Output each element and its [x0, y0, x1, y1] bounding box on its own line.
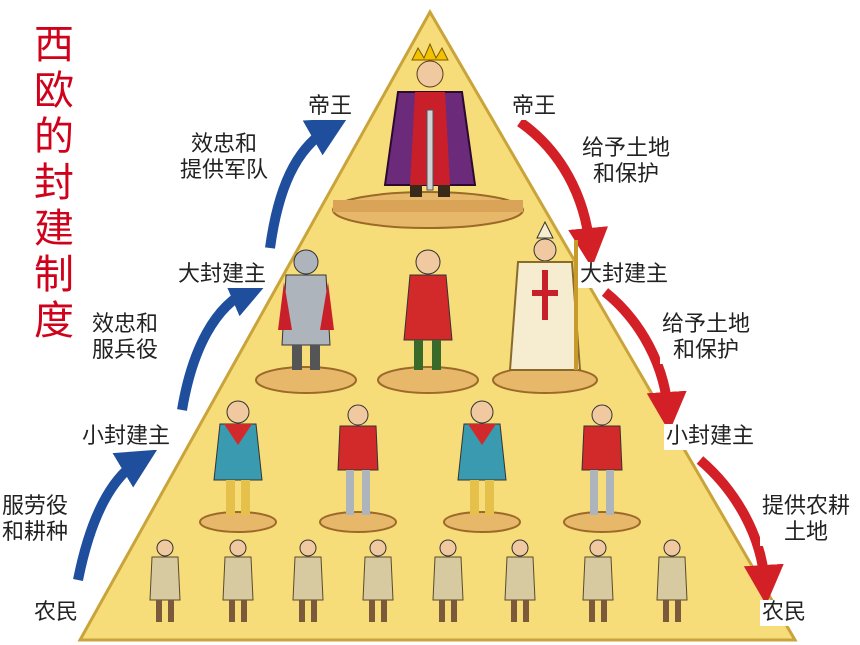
label-grant-land-2: 给予土地 和保护	[660, 312, 753, 364]
label-left-small-lord: 小封建主	[80, 424, 173, 450]
peasant-icon	[292, 539, 324, 622]
soldier-icon	[319, 404, 397, 533]
label-grant-land-1: 给予土地 和保护	[580, 136, 673, 188]
label-line: 土地	[784, 520, 829, 545]
arrow-great-lord-to-small-lord	[601, 288, 687, 432]
vassal-icon	[199, 400, 277, 533]
label-line: 给予土地	[662, 312, 751, 337]
label-provide-land: 提供农耕 土地	[760, 494, 853, 546]
peasant-row	[149, 539, 688, 622]
title-char: 欧	[34, 68, 74, 114]
label-line: 服兵役	[92, 338, 159, 363]
crown-icon	[411, 42, 449, 61]
label-line: 和耕种	[2, 520, 69, 545]
title-char: 的	[34, 114, 74, 160]
label-left-king: 帝王	[306, 94, 355, 120]
label-line: 和保护	[673, 338, 740, 363]
peasant-icon	[504, 539, 536, 622]
label-right-peasant: 农民	[760, 600, 809, 626]
title-char: 建	[34, 206, 74, 252]
label-line: 服劳役	[2, 494, 69, 519]
arrow-small-lord-to-peasant	[696, 456, 784, 605]
label-loyalty-army: 效忠和 提供军队	[178, 132, 271, 184]
knight-icon	[255, 249, 357, 394]
label-left-peasant: 农民	[32, 600, 81, 626]
title-char: 度	[34, 298, 74, 344]
arrow-king-to-great-lord	[517, 117, 609, 268]
label-labor: 服劳役 和耕种	[0, 494, 71, 546]
peasant-icon	[582, 539, 614, 622]
label-right-great-lord: 大封建主	[578, 262, 671, 288]
label-loyalty-service: 效忠和 服兵役	[90, 312, 161, 364]
peasant-icon	[432, 539, 464, 622]
label-line: 和保护	[593, 162, 660, 187]
peasant-icon	[222, 539, 254, 622]
title-char: 制	[34, 252, 74, 298]
peasant-icon	[656, 539, 688, 622]
arrow-peasant-to-small-lord	[73, 449, 158, 581]
soldier-icon	[563, 404, 641, 533]
label-line: 给予土地	[582, 136, 671, 161]
page-title: 西 欧 的 封 建 制 度	[28, 22, 80, 344]
king-figure	[332, 42, 524, 229]
title-char: 西	[34, 22, 74, 68]
label-line: 提供农耕	[762, 494, 851, 519]
small-lord-row	[199, 400, 641, 533]
bishop-icon	[492, 220, 598, 394]
great-lord-row	[255, 220, 598, 394]
label-line: 效忠和	[191, 132, 258, 157]
label-left-great-lord: 大封建主	[176, 262, 269, 288]
label-line: 效忠和	[92, 312, 159, 337]
peasant-icon	[362, 539, 394, 622]
label-right-king: 帝王	[510, 94, 559, 120]
label-line: 提供军队	[180, 158, 269, 183]
arrow-great-lord-to-king	[265, 118, 348, 249]
vassal-icon	[443, 400, 521, 533]
title-char: 封	[34, 160, 74, 206]
label-right-small-lord: 小封建主	[664, 424, 757, 450]
lord-icon	[377, 249, 479, 394]
peasant-icon	[149, 539, 181, 622]
arrow-small-lord-to-great-lord	[177, 279, 269, 411]
